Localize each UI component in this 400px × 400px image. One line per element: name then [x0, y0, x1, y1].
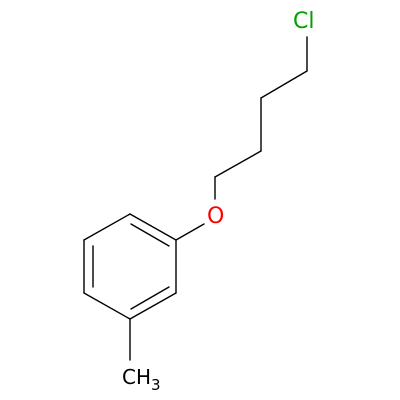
ring-oxygen-bond [175, 223, 205, 241]
ring-bond-c1-c2 [129, 213, 177, 241]
ring-double-bond-inner-2 [130, 286, 170, 310]
ring-bond-c6-c1 [83, 213, 131, 241]
bonds [83, 36, 308, 361]
chain-bond-1 [214, 150, 262, 178]
ring-bond-c4-c5 [83, 292, 131, 320]
oxygen-label: O [207, 204, 224, 229]
methyl-label-subscript: 3 [151, 376, 161, 394]
chlorine-label: Cl [293, 9, 314, 34]
atom-labels: Cl O CH3 [122, 9, 314, 394]
ring-double-bond-inner-1 [130, 223, 170, 247]
methyl-label: CH3 [122, 365, 161, 394]
chain-bond-3 [260, 70, 308, 99]
ring-bond-c3-c4 [129, 292, 177, 320]
methyl-label-main: CH [122, 365, 151, 389]
